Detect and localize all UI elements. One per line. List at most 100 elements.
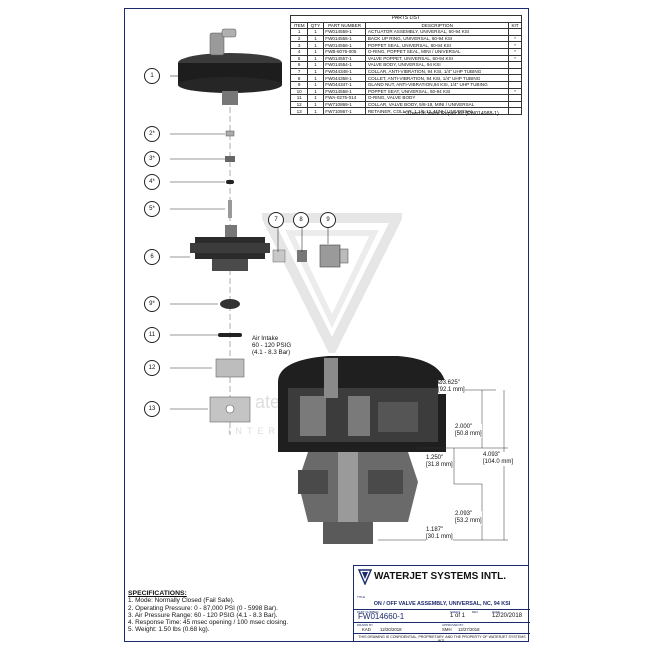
company-name: WATERJET SYSTEMS INTL. bbox=[374, 571, 507, 582]
spec-line-4: 4. Response Time: 45 msec opening / 100 … bbox=[128, 619, 289, 627]
dim-2093-mm: [53.2 mm] bbox=[455, 518, 482, 524]
drawn-caption: DRAWN BY bbox=[357, 623, 374, 627]
drawing-date: 12/20/2018 bbox=[492, 613, 523, 619]
specifications-heading: SPECIFICATIONS: bbox=[128, 590, 187, 597]
parts-cell-desc: GLAND NUT, ANTI-VIBRATION,94 KSI, 1/4" U… bbox=[365, 80, 510, 89]
balloon-leaders-tubing bbox=[277, 228, 329, 252]
dim-2000: 2.000" [50.8 mm] bbox=[455, 424, 482, 438]
parts-cell-desc: VALVE BODY, UNIVERSAL, 94 KSI bbox=[365, 61, 510, 69]
col-kit: KIT bbox=[508, 21, 522, 30]
dim-4093: 4.093" [104.0 mm] bbox=[483, 452, 514, 466]
parts-cell-item: 13 bbox=[289, 107, 309, 115]
parts-list-table: PARTS LIST ITEM QTY PART NUMBER DESCRIPT… bbox=[289, 15, 522, 115]
dim-4093-in: 4.093" bbox=[483, 452, 501, 458]
anti-vibration-collet bbox=[297, 250, 307, 262]
parts-cell-desc: POPPET SEAT, UNIVERSAL, 60-94 KSI bbox=[365, 87, 510, 96]
col-description: DESCRIPTION bbox=[365, 21, 510, 30]
spec-line-2: 2. Operating Pressure: 0 - 87,000 PSI (0… bbox=[128, 604, 278, 612]
parts-cell-desc: BACK UP RING, UNIVERSAL, 60-94 KSI bbox=[365, 34, 510, 43]
confidential-notice: THIS DRAWING IS CONFIDENTIAL, PROPRIETAR… bbox=[354, 633, 530, 643]
valve-poppet bbox=[228, 200, 232, 218]
collar-valve-body bbox=[215, 358, 245, 378]
specifications: SPECIFICATIONS: 1. Mode: Normally Closed… bbox=[128, 590, 288, 634]
approval-row: DRAWN BY KAD 12/20/2018 APPROVED BY SMH … bbox=[354, 622, 530, 633]
air-intake-line1: Air Intake bbox=[252, 335, 279, 342]
title-caption: TITLE bbox=[357, 595, 366, 599]
parts-cell-kit: * bbox=[508, 41, 522, 49]
parts-cell-kit: * bbox=[508, 87, 522, 96]
dim-1250-mm: [31.8 mm] bbox=[426, 462, 453, 468]
balloon-6: 6 bbox=[144, 249, 160, 265]
parts-list-title: PARTS LIST bbox=[290, 15, 522, 23]
parts-cell-desc: ACTUATOR ASSEMBLY, UNIVERSAL, 60-94 KSI bbox=[365, 28, 510, 36]
dim-1250-in: 1.250" bbox=[426, 455, 444, 461]
drawn-by: KAD bbox=[362, 627, 371, 632]
sheet-number: 1 of 1 bbox=[450, 613, 466, 619]
o-ring-poppet bbox=[226, 180, 234, 184]
drawn-date: 12/20/2018 bbox=[380, 627, 402, 632]
approved-by: SMH bbox=[442, 627, 452, 632]
parts-cell-kit bbox=[508, 107, 522, 115]
parts-cell-desc: COLLAR, ANTI-VIBRATION, 94 KSI, 1/4" UHP… bbox=[365, 67, 510, 76]
section-view bbox=[278, 356, 508, 544]
spec-line-5: 5. Weight: 1.50 lbs (0.68 kg). bbox=[128, 626, 210, 634]
parts-cell-kit bbox=[508, 100, 522, 109]
dim-4093-mm: [104.0 mm] bbox=[483, 459, 514, 465]
balloon-9-star: 9* bbox=[144, 296, 160, 312]
parts-cell-kit bbox=[508, 80, 522, 89]
air-intake-line3: (4.1 - 8.3 Bar) bbox=[252, 349, 291, 356]
part-number: FW014660-1 bbox=[358, 612, 405, 621]
parts-cell-desc: POPPET SEAL, UNIVERSAL, 60-94 KSI bbox=[365, 41, 510, 49]
parts-cell-kit: * bbox=[508, 54, 522, 63]
o-ring-valve-body bbox=[218, 333, 242, 337]
balloon-11: 11 bbox=[144, 327, 160, 343]
balloon-7: 7 bbox=[268, 212, 284, 228]
parts-cell-desc: COLLET, ANTI-VIBRATION, 94 KSI, 1/4" UHP… bbox=[365, 74, 510, 82]
drawing-title: ON / OFF VALVE ASSEMBLY, UNIVERSAL, NC, … bbox=[373, 601, 511, 607]
parts-cell-kit bbox=[508, 94, 522, 102]
balloon-12: 12 bbox=[144, 360, 160, 376]
dim-diameter: Ø3.625" [92.1 mm] bbox=[438, 380, 465, 394]
balloon-4: 4* bbox=[144, 174, 160, 190]
balloon-1: 1 bbox=[144, 68, 160, 84]
dim-2093: 2.093" [53.2 mm] bbox=[455, 511, 482, 525]
balloon-13: 13 bbox=[144, 401, 160, 417]
parts-cell-kit bbox=[508, 61, 522, 69]
date-caption: DATE bbox=[492, 610, 500, 614]
air-intake-line2: 60 - 120 PSIG bbox=[252, 342, 292, 349]
parts-cell-desc: COLLAR, VALVE BODY, 5/8-18, MINI / UNIVE… bbox=[365, 100, 510, 109]
parts-cell-desc: O-RING, POPPET SEAL, MINI / UNIVERSAL bbox=[365, 47, 510, 56]
part-caption: PART NUMBER bbox=[357, 610, 379, 614]
parts-cell-kit: * bbox=[508, 34, 522, 43]
dim-2000-mm: [50.8 mm] bbox=[455, 431, 482, 437]
air-fitting bbox=[209, 32, 225, 56]
parts-cell-kit: * bbox=[508, 47, 522, 56]
balloon-8: 8 bbox=[293, 212, 309, 228]
kit-note: *-Used In Valve Repair Kit (FW014988-1) bbox=[404, 111, 499, 117]
dim-1187: 1.187" [30.1 mm] bbox=[426, 527, 453, 541]
backup-ring bbox=[225, 130, 235, 137]
balloon-9: 9 bbox=[320, 212, 336, 228]
dim-1187-in: 1.187" bbox=[426, 527, 444, 533]
exploded-view bbox=[170, 28, 349, 435]
spec-line-3: 3. Air Pressure Range: 60 - 120 PSIG (4.… bbox=[128, 611, 278, 619]
parts-cell-desc: VALVE POPPET, UNIVERSAL, 60-94 KSI bbox=[365, 54, 510, 63]
dim-2093-in: 2.093" bbox=[455, 511, 473, 517]
balloon-2: 2* bbox=[144, 126, 160, 142]
actuator-stem bbox=[222, 91, 238, 105]
balloon-3: 3* bbox=[144, 151, 160, 167]
parts-cell-kit bbox=[508, 74, 522, 82]
spec-line-1: 1. Mode: Normally Closed (Fail Safe). bbox=[128, 597, 235, 605]
poppet-seat bbox=[220, 299, 240, 309]
title-block: WATERJET SYSTEMS INTL. TITLE ON / OFF VA… bbox=[353, 565, 530, 643]
poppet-seal bbox=[225, 156, 235, 162]
anti-vibration-collar bbox=[272, 249, 286, 263]
approved-date: 12/27/2018 bbox=[458, 627, 480, 632]
company-logo-icon bbox=[358, 569, 372, 585]
sheet-caption: SHEET bbox=[450, 610, 461, 614]
dim-diameter-mm: [92.1 mm] bbox=[438, 387, 465, 393]
approved-caption: APPROVED BY bbox=[442, 623, 464, 627]
dim-diameter-in: Ø3.625" bbox=[438, 380, 460, 386]
